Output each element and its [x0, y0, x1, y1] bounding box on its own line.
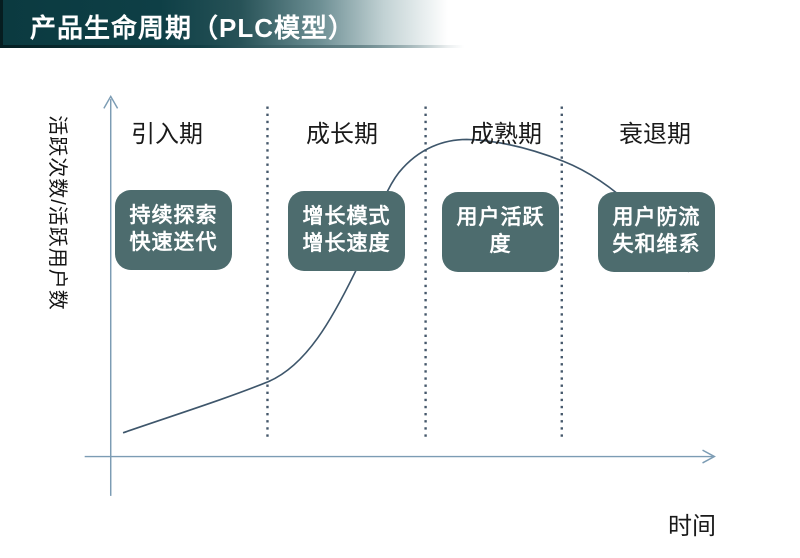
lifecycle-curve	[122, 138, 690, 434]
y-axis-arrow-icon	[103, 94, 119, 109]
strategy-box-decline: 用户防流 失和维系	[598, 192, 715, 272]
strategy-box-maturity: 用户活跃 度	[442, 192, 559, 272]
strategy-box-line: 持续探索	[129, 204, 218, 228]
strategy-box-line: 用户活跃	[456, 206, 545, 230]
y-axis-label: 活跃次数/活跃用户数	[46, 115, 68, 311]
phase-label-introduction: 引入期	[131, 121, 203, 148]
x-axis-label: 时间	[668, 513, 716, 540]
strategy-box-line: 增长速度	[302, 232, 391, 255]
phase-label-decline: 衰退期	[619, 121, 691, 148]
plc-diagram: 活跃次数/活跃用户数 引入期 成长期 成熟期 衰退期 持续探索 快速迭代 增长模…	[0, 48, 800, 558]
phase-label-growth: 成长期	[306, 121, 378, 148]
strategy-box-introduction: 持续探索 快速迭代	[115, 190, 232, 270]
page-title: 产品生命周期（PLC模型）	[30, 13, 356, 43]
strategy-box-line: 增长模式	[302, 205, 391, 229]
strategy-box-line: 用户防流	[612, 206, 701, 230]
phase-label-maturity: 成熟期	[470, 121, 542, 148]
title-bar: 产品生命周期（PLC模型）	[0, 0, 800, 48]
strategy-box-line: 失和维系	[612, 233, 701, 256]
strategy-box-growth: 增长模式 增长速度	[288, 191, 405, 271]
strategy-box-line: 度	[489, 233, 512, 256]
strategy-box-line: 快速迭代	[129, 231, 218, 254]
x-axis-arrow-icon	[702, 449, 716, 464]
